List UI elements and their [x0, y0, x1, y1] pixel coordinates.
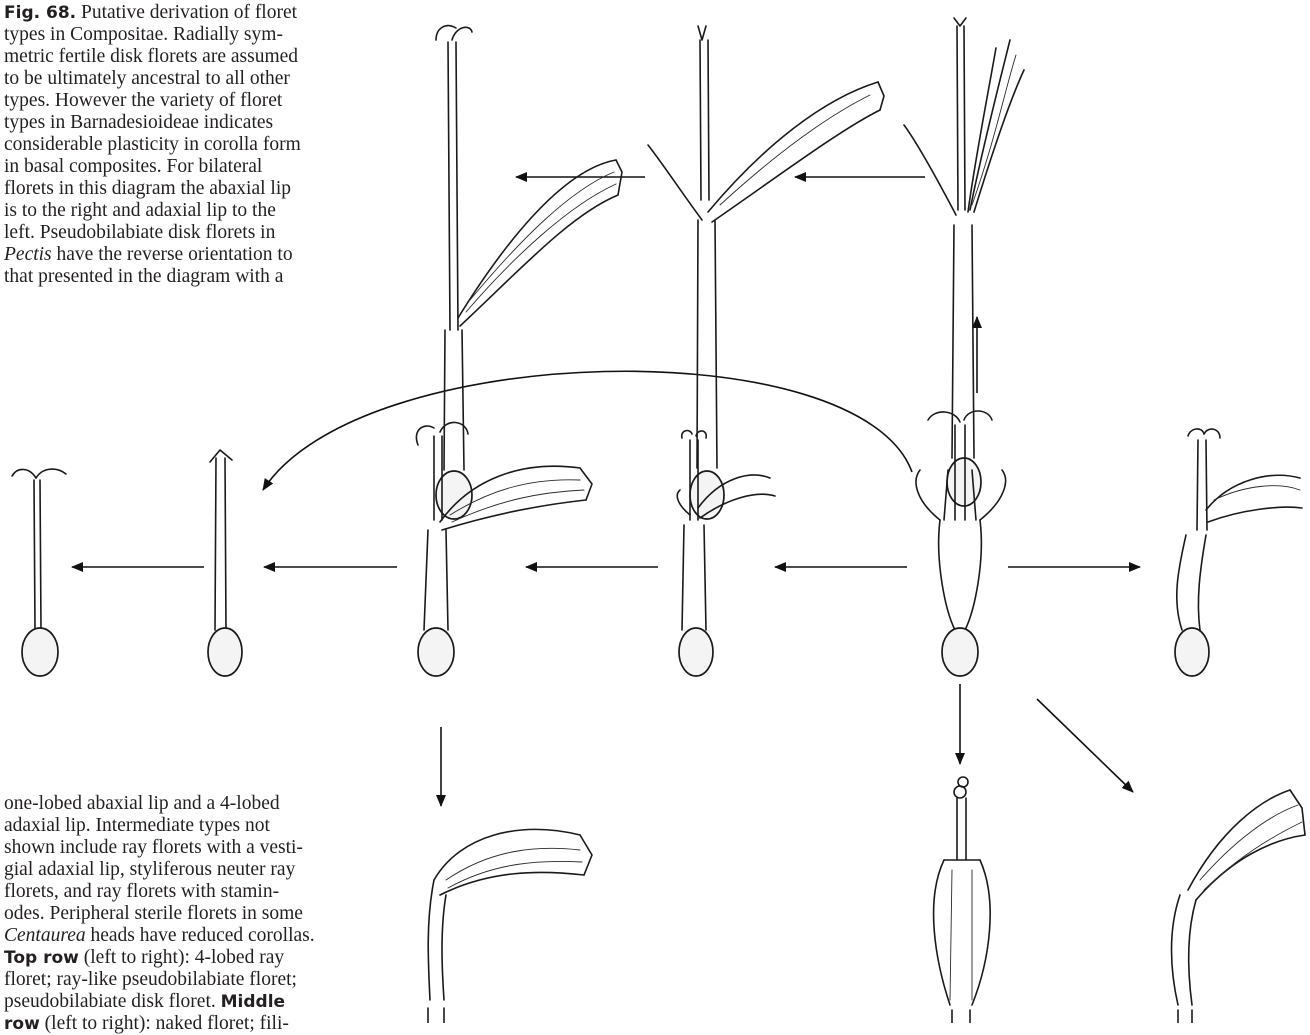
- filiform-floret: [208, 450, 242, 676]
- pseudobilabiate-disk-floret: [904, 18, 1024, 506]
- neuter-ray-floret: [428, 829, 592, 1023]
- disk-floret: [916, 411, 1005, 676]
- right-ray-floret: [1175, 429, 1302, 676]
- bilabiate-floret: [677, 431, 775, 676]
- ray-like-pseudobilabiate-floret: [648, 26, 884, 519]
- arrow-diagonal: [1037, 699, 1133, 792]
- arrow-curve: [263, 371, 912, 490]
- naked-floret: [12, 469, 66, 676]
- ligulate-floret: [1172, 790, 1306, 1023]
- ray-floret: [416, 422, 592, 676]
- sterile-disk-floret: [934, 777, 991, 1023]
- four-lobed-ray-floret: [436, 26, 622, 519]
